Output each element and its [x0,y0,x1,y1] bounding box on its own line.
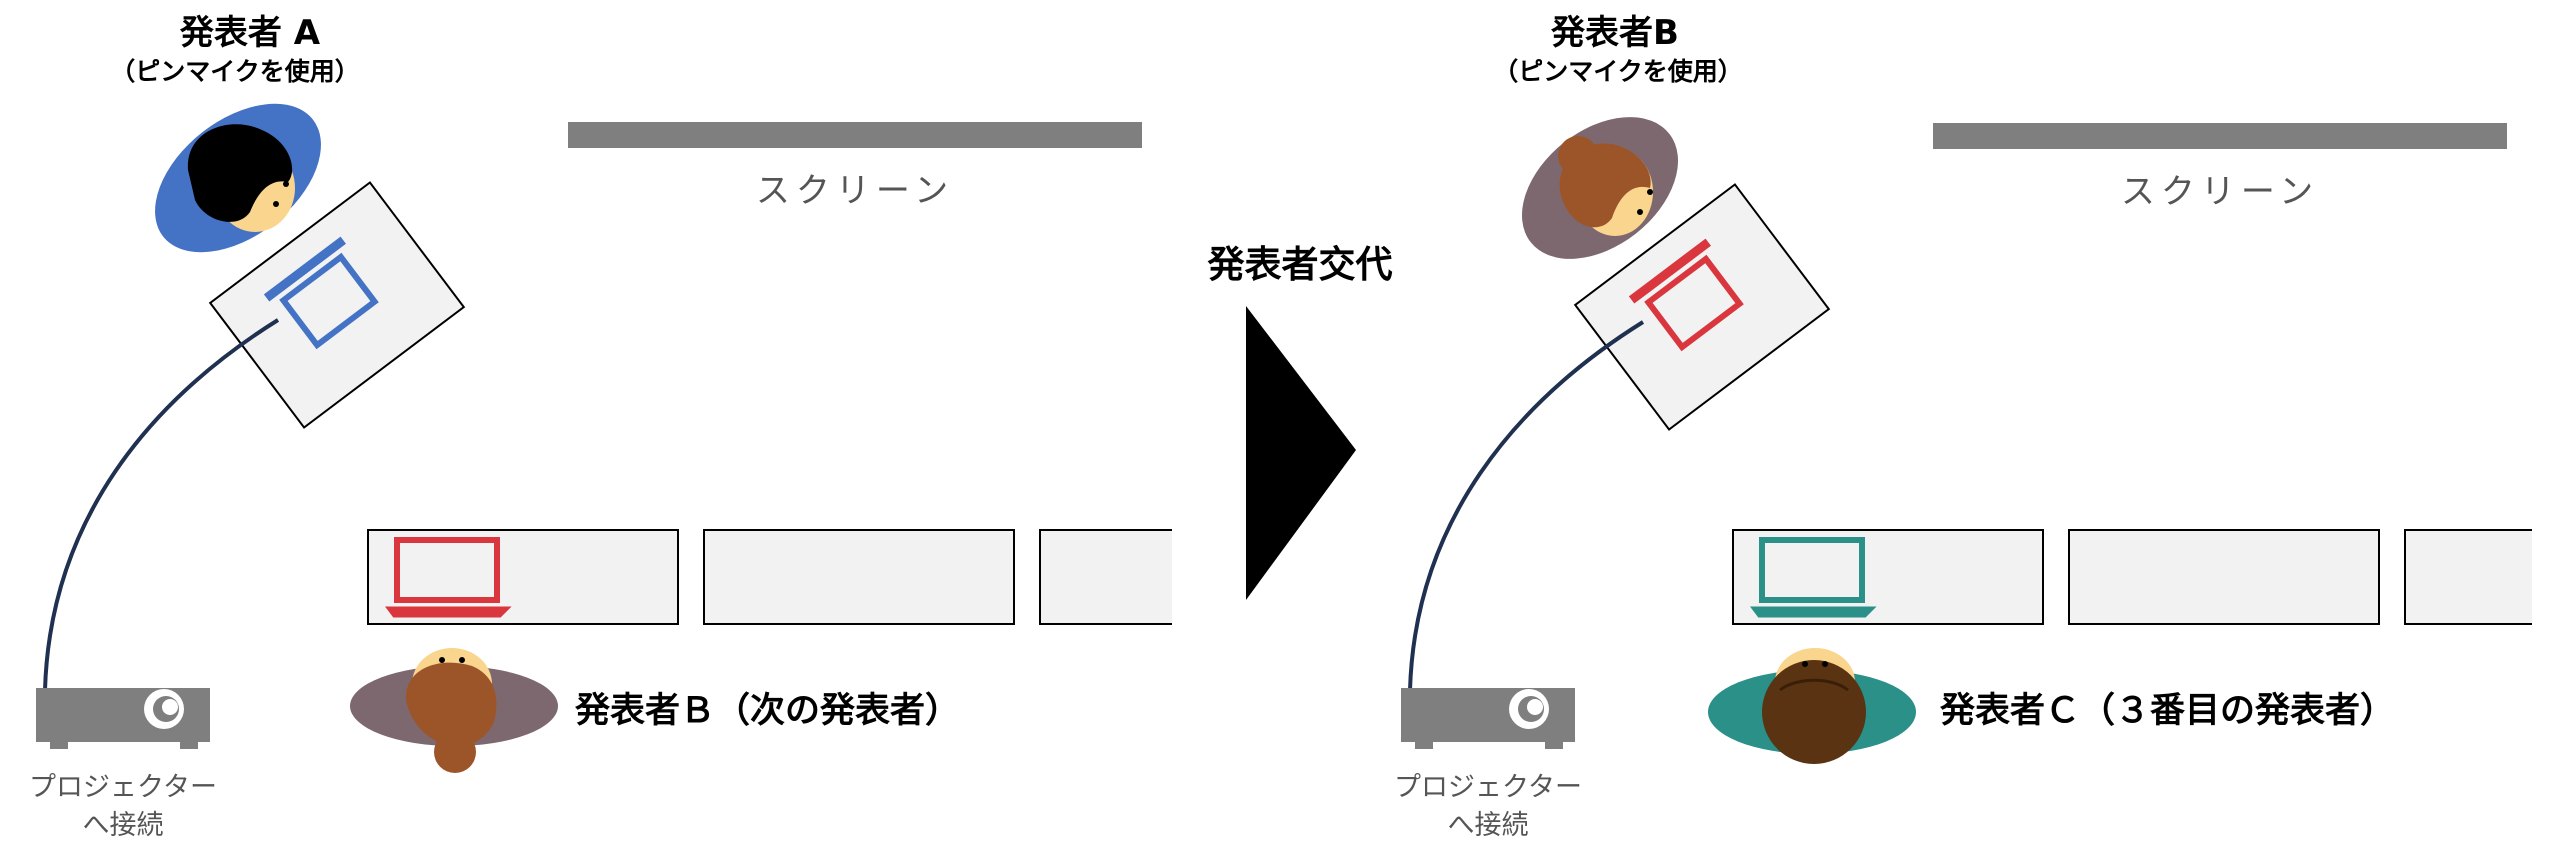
presenter-a-note: （ピンマイクを使用） [110,57,360,86]
presenter-c-eye [1822,661,1828,667]
presenter-b-eye [1647,189,1653,195]
presenter-b-avatar [350,648,558,773]
screen-bar [1933,123,2507,149]
presenter-a-eye [273,201,279,207]
projector-label-connect: へ接続 [1448,810,1529,841]
audience-desk [2068,529,2380,625]
projector-label-connect: へ接続 [83,810,164,841]
laptop-active [263,236,379,350]
transition-arrow [1246,306,1356,600]
presenter-b-eye [1637,209,1643,215]
presenter-a-title: 発表者 A [180,13,321,53]
projector-label: プロジェクター [29,772,217,803]
presenter-b-hair [405,662,497,748]
projector [36,688,210,749]
transition-label: 発表者交代 [1207,243,1393,286]
presenter-c-hair [1762,660,1866,764]
presenter-b-eye [459,657,465,663]
left-scene: 発表者 A （ピンマイクを使用） スクリーン [29,13,1172,841]
projector-label: プロジェクター [1394,772,1582,803]
presenter-c-eye [1802,661,1808,667]
next-presenter-label: 発表者Ｃ（３番目の発表者） [1939,691,2395,731]
laptop-waiting [1750,537,1877,618]
audience-desk-partial [2404,529,2532,625]
laptop-active [1628,238,1744,352]
laptop-waiting [385,537,512,618]
screen-label: スクリーン [2121,172,2319,212]
next-presenter-label: 発表者Ｂ（次の発表者） [574,691,960,731]
screen-label: スクリーン [756,171,954,211]
screen-bar [568,122,1142,148]
projector-cable [1408,320,1645,691]
presenter-a-eye [283,181,289,187]
presenter-b-note: （ピンマイクを使用） [1493,57,1743,86]
presenter-a-avatar [155,103,321,253]
presenter-b-bun [1558,136,1598,176]
podium-desk [1573,183,1831,431]
podium-desk [208,181,466,429]
presenter-b-title: 発表者B [1551,13,1679,53]
presenter-b-bun [434,731,476,773]
presenter-b-avatar-podium [1522,117,1678,259]
presenter-a-hair [187,124,293,222]
audience-desk-partial [1039,529,1172,625]
projector-cable [43,318,280,691]
presenter-c-avatar [1708,648,1916,764]
projector [1401,688,1575,749]
audience-desk [703,529,1015,625]
presenter-b-eye [439,657,445,663]
right-scene: 発表者B （ピンマイクを使用） スクリーン [1394,13,2532,841]
transition: 発表者交代 [1207,243,1393,600]
